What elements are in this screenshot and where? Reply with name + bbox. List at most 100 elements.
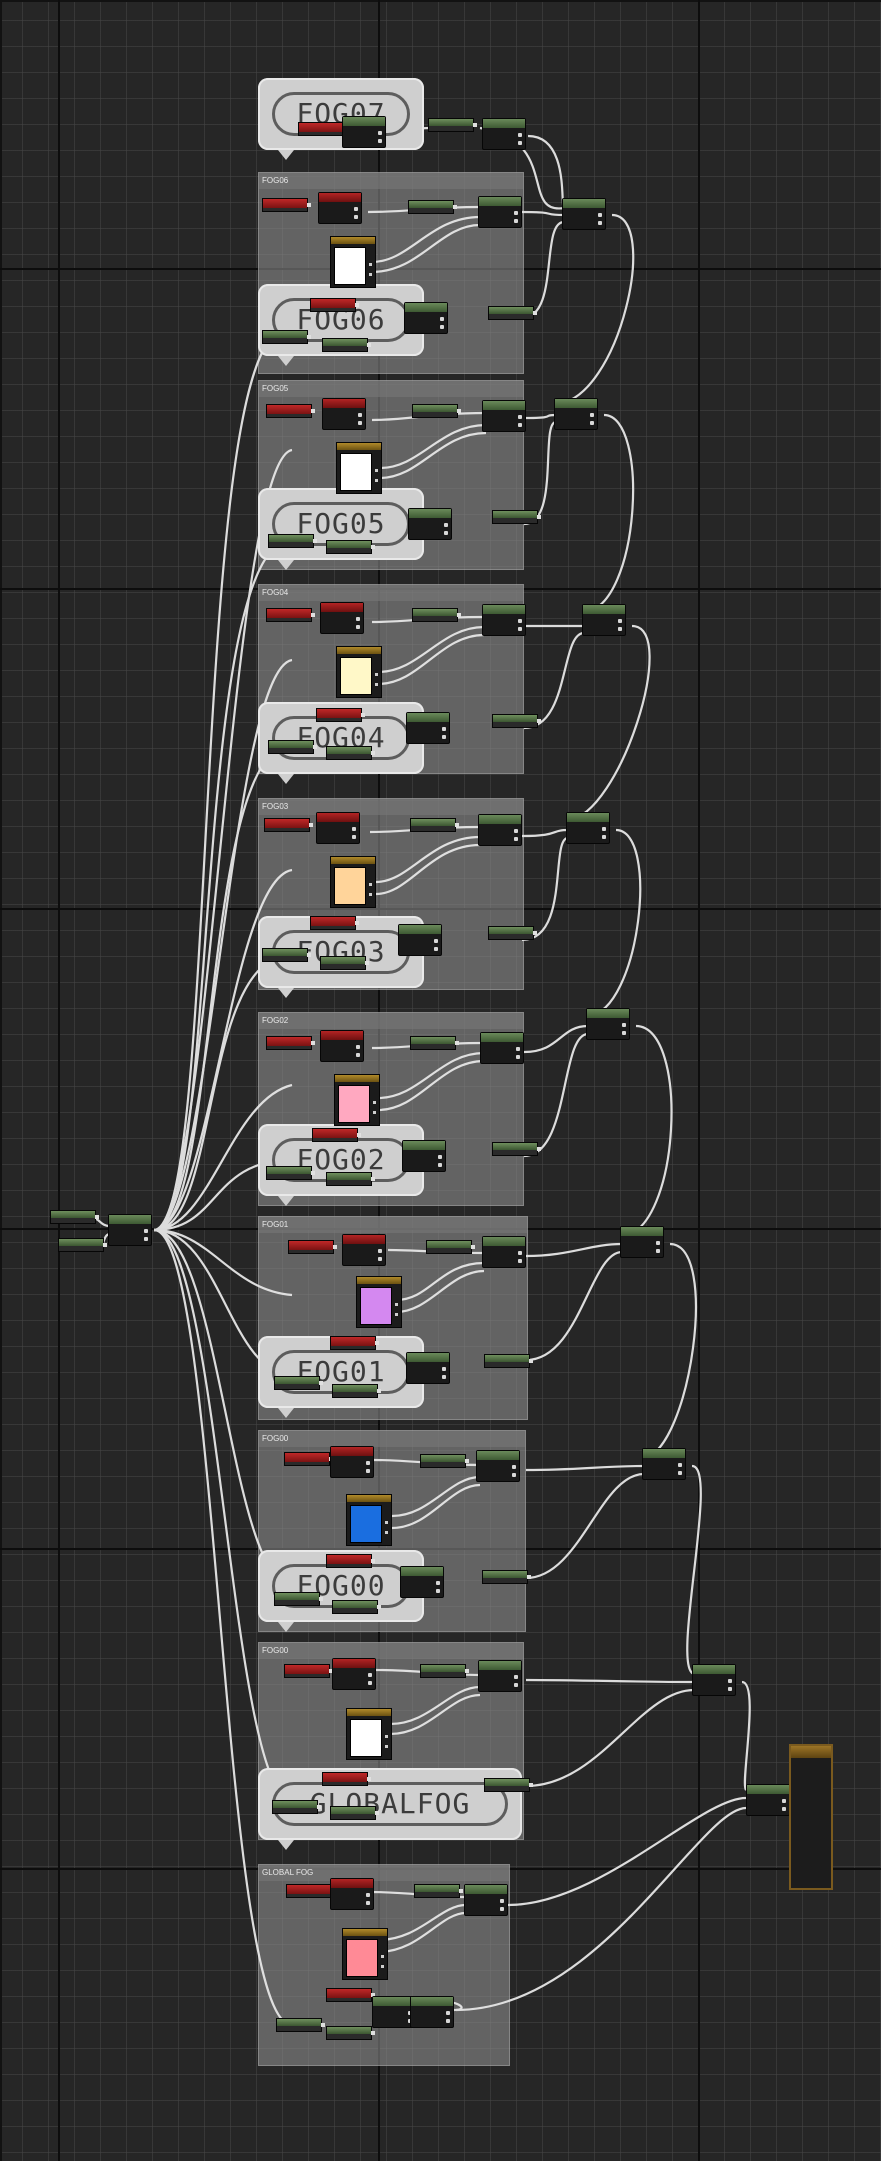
output-pin[interactable] (533, 311, 537, 315)
output-pin[interactable] (368, 1673, 372, 1677)
output-pin[interactable] (457, 613, 461, 617)
graph-node[interactable] (330, 1878, 374, 1910)
parameter-node[interactable] (332, 1600, 381, 1614)
output-pin[interactable] (356, 1045, 360, 1049)
output-pin[interactable] (782, 1799, 786, 1803)
output-pin[interactable] (446, 2019, 450, 2023)
output-pin[interactable] (473, 123, 477, 127)
parameter-node[interactable] (268, 534, 317, 548)
parameter-node[interactable] (492, 714, 541, 728)
parameter-node[interactable] (330, 1336, 379, 1350)
parameter-node[interactable] (274, 1376, 323, 1390)
parameter-node[interactable] (264, 818, 313, 832)
output-pin[interactable] (366, 1461, 370, 1465)
graph-node[interactable] (586, 1008, 630, 1040)
graph-node[interactable] (478, 1660, 522, 1692)
material-output-node[interactable] (789, 1744, 833, 1890)
output-pin[interactable] (533, 931, 537, 935)
output-pin[interactable] (378, 131, 382, 135)
output-pin[interactable] (518, 415, 522, 419)
output-pin[interactable] (518, 141, 522, 145)
parameter-node[interactable] (262, 198, 311, 212)
graph-node[interactable] (398, 924, 442, 956)
parameter-node[interactable] (322, 1772, 371, 1786)
graph-node[interactable] (108, 1214, 152, 1246)
output-pin[interactable] (313, 745, 317, 749)
output-pin[interactable] (378, 1249, 382, 1253)
color-constant-node[interactable] (346, 1494, 392, 1546)
output-pin[interactable] (598, 221, 602, 225)
graph-node[interactable] (582, 604, 626, 636)
graph-node[interactable] (620, 1226, 664, 1258)
parameter-node[interactable] (414, 1884, 463, 1898)
output-pin[interactable] (602, 827, 606, 831)
parameter-node[interactable] (488, 306, 537, 320)
output-pin[interactable] (366, 1901, 370, 1905)
graph-node[interactable] (316, 812, 360, 844)
output-pin[interactable] (782, 1807, 786, 1811)
parameter-node[interactable] (266, 1036, 315, 1050)
output-pin[interactable] (313, 539, 317, 543)
parameter-node[interactable] (484, 1778, 533, 1792)
output-pin[interactable] (434, 947, 438, 951)
graph-node[interactable] (320, 602, 364, 634)
parameter-node[interactable] (322, 338, 371, 352)
parameter-node[interactable] (326, 2026, 375, 2040)
output-pin[interactable] (356, 1053, 360, 1057)
color-constant-node[interactable] (334, 1074, 380, 1126)
parameter-node[interactable] (326, 1172, 375, 1186)
output-pin[interactable] (144, 1237, 148, 1241)
parameter-node[interactable] (288, 1240, 337, 1254)
graph-node[interactable] (746, 1784, 790, 1816)
output-pin[interactable] (366, 1469, 370, 1473)
output-pin[interactable] (512, 1473, 516, 1477)
output-pin[interactable] (440, 317, 444, 321)
output-pin[interactable] (529, 1359, 533, 1363)
parameter-node[interactable] (408, 200, 457, 214)
output-pin[interactable] (352, 827, 356, 831)
output-pin[interactable] (598, 213, 602, 217)
output-pin[interactable] (317, 1805, 321, 1809)
output-pin[interactable] (436, 1589, 440, 1593)
parameter-node[interactable] (492, 510, 541, 524)
output-pin[interactable] (321, 2023, 325, 2027)
parameter-node[interactable] (420, 1454, 469, 1468)
output-pin[interactable] (361, 713, 365, 717)
output-pin[interactable] (518, 423, 522, 427)
graph-node[interactable] (482, 400, 526, 432)
output-pin[interactable] (602, 835, 606, 839)
output-pin[interactable] (309, 823, 313, 827)
graph-node[interactable] (554, 398, 598, 430)
output-pin[interactable] (537, 719, 541, 723)
output-pin[interactable] (514, 1683, 518, 1687)
output-pin[interactable] (307, 203, 311, 207)
output-pin[interactable] (537, 515, 541, 519)
graph-node[interactable] (482, 118, 526, 150)
output-pin[interactable] (436, 1581, 440, 1585)
graph-node[interactable] (480, 1032, 524, 1064)
output-pin[interactable] (622, 1023, 626, 1027)
output-pin[interactable] (371, 751, 375, 755)
output-pin[interactable] (367, 1777, 371, 1781)
output-pin[interactable] (465, 1459, 469, 1463)
output-pin[interactable] (366, 1893, 370, 1897)
parameter-node[interactable] (428, 118, 477, 132)
parameter-node[interactable] (420, 1664, 469, 1678)
parameter-node[interactable] (266, 1166, 315, 1180)
parameter-node[interactable] (276, 2018, 325, 2032)
output-pin[interactable] (377, 1389, 381, 1393)
parameter-node[interactable] (286, 1884, 335, 1898)
output-pin[interactable] (618, 627, 622, 631)
output-pin[interactable] (356, 625, 360, 629)
output-pin[interactable] (103, 1243, 107, 1247)
graph-node[interactable] (322, 398, 366, 430)
parameter-node[interactable] (326, 540, 375, 554)
output-pin[interactable] (144, 1229, 148, 1233)
output-pin[interactable] (352, 835, 356, 839)
output-pin[interactable] (512, 1465, 516, 1469)
graph-node[interactable] (400, 1566, 444, 1598)
graph-node[interactable] (482, 1236, 526, 1268)
color-constant-node[interactable] (330, 236, 376, 288)
output-pin[interactable] (514, 219, 518, 223)
output-pin[interactable] (516, 1055, 520, 1059)
